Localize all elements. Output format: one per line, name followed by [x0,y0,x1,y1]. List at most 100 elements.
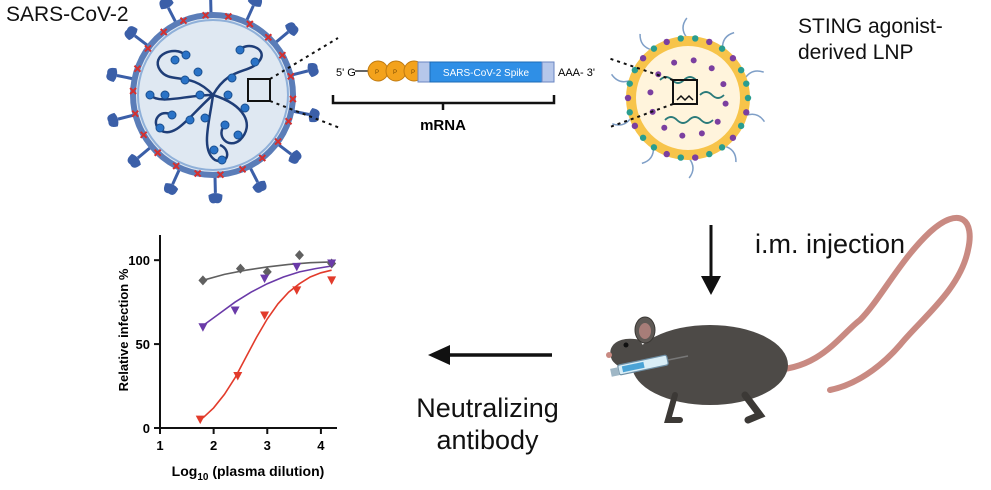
virus-spike-head [106,67,118,82]
virus-membrane-marker [193,169,202,178]
lnp-lipid-heads [624,35,752,161]
virus-membrane-marker [129,87,137,95]
data-point [235,263,245,274]
lnp-lipid-head [743,109,750,116]
virus-nucleocapsid-bead [167,110,177,120]
y-tick-label: 0 [143,421,150,436]
lnp-lipid-head [663,150,670,158]
lnp-lipid-head [663,38,670,46]
virus-nucleocapsid-bead [227,73,237,83]
lnp-sting-agonist [698,130,705,137]
virus-membrane-marker [278,51,287,59]
virus-nucleocapsid-bead [235,45,245,55]
data-point [292,286,302,295]
virus-nucleocapsid-bead [145,90,155,100]
lnp-lipid-head [626,80,633,87]
virus-nucleocapsid-bead [181,50,191,60]
sars-cov2-label: SARS-CoV-2 [6,3,129,26]
lnp-lipid-head [650,144,658,151]
data-point [195,415,205,425]
lnp-lipid-head [677,154,684,161]
virus-membrane-marker [172,162,180,170]
nab-label-line2: antibody [436,425,539,456]
mrna-construct: 5' G P P P SARS-CoV-2 Spike AAA- 3' mRNA [331,60,595,134]
lnp-sting-agonist [679,132,686,139]
injection-arrow [701,225,721,295]
virus-nucleocapsid-bead [185,115,195,125]
virus-membrane-marker [133,64,142,73]
virus-nucleocapsid-bead [220,120,230,130]
virus-membrane-marker [264,33,273,41]
nab-label-line1: Neutralizing [416,393,559,423]
lnp-zoom-box [672,79,698,105]
poly-a-label: AAA- 3' [558,67,595,79]
virus-membrane-marker [287,72,295,81]
mrna-5prime-label: 5' G [336,67,356,79]
y-tick-label: 50 [136,337,150,352]
virus-nucleocapsid-bead [209,145,219,155]
data-point [262,266,272,277]
lnp-lipid-head [650,45,658,52]
virus-membrane-marker [238,165,247,174]
virus-nucleocapsid-bead [240,103,250,113]
virus-nucleocapsid [145,45,260,165]
lnp-sting-agonist [661,124,668,131]
lnp-lipid-head [706,150,713,158]
virus-spike-head [208,192,223,204]
data-point [327,259,337,269]
lnp-sting-agonist [647,89,654,96]
virus-illustration [106,0,341,204]
virus-spike-head [307,62,319,78]
lnp-lipid-head [692,154,699,161]
lnp-lipid-head [729,55,737,62]
neutralization-arrow [428,345,552,365]
chart-curves [202,261,332,419]
fit-curve [202,265,332,327]
mouse-hind-leg [741,391,766,424]
zoom-line-bottom [269,100,341,129]
virus-nucleocapsid-bead [160,90,170,100]
mrna-label: mRNA [420,117,466,134]
lnp-sting-agonist [671,59,678,66]
data-point [260,274,270,284]
lnp-lipid-head [706,38,713,46]
lnp-lipid-head [718,45,726,52]
virus-inner-membrane [137,19,289,171]
lnp-lipid-head [729,134,737,141]
virus-nucleocapsid-bead [233,130,243,140]
data-point [260,311,270,321]
virus-membrane-marker [139,131,148,139]
lnp-lipid-head [718,144,726,151]
virus-spike-head [252,180,267,193]
virus-nucleocapsid-bead [223,90,233,100]
sting-lnp-label: STING agonist- derived LNP [798,14,943,67]
fit-curve [202,261,332,282]
virus-spike-head [127,153,141,168]
virus-membrane-marker [258,154,267,162]
lnp-lipid-head [737,122,745,130]
x-axis-label: Log10 (plasma dilution) [172,463,325,483]
virus-nucleocapsid-bead [200,113,210,123]
virus-membrane-marker [289,95,297,103]
data-point [198,275,208,286]
sting-lnp-label-line1: STING agonist- [798,15,943,38]
lnp-lipid-head [639,55,647,62]
virus-membrane-marker [216,170,225,179]
x-axis-label-rest: (plasma dilution) [208,463,324,479]
virus-nucleocapsid-bead [217,155,227,165]
lnp-zoom-line-top [607,57,674,81]
virus-spike-head [288,149,302,164]
virus-membrane-marker [153,149,162,157]
virus-membrane-marker [131,109,139,118]
cap-letter-2: P [393,70,397,76]
mouse-front-leg [664,392,683,423]
virus-membrane-marker [201,11,210,20]
x-tick-label: 2 [210,438,217,453]
data-point [233,371,243,381]
utr-3 [541,61,555,83]
neutralizing-antibody-label: Neutralizing antibody [400,392,575,457]
lnp-lipid-head [743,80,750,87]
